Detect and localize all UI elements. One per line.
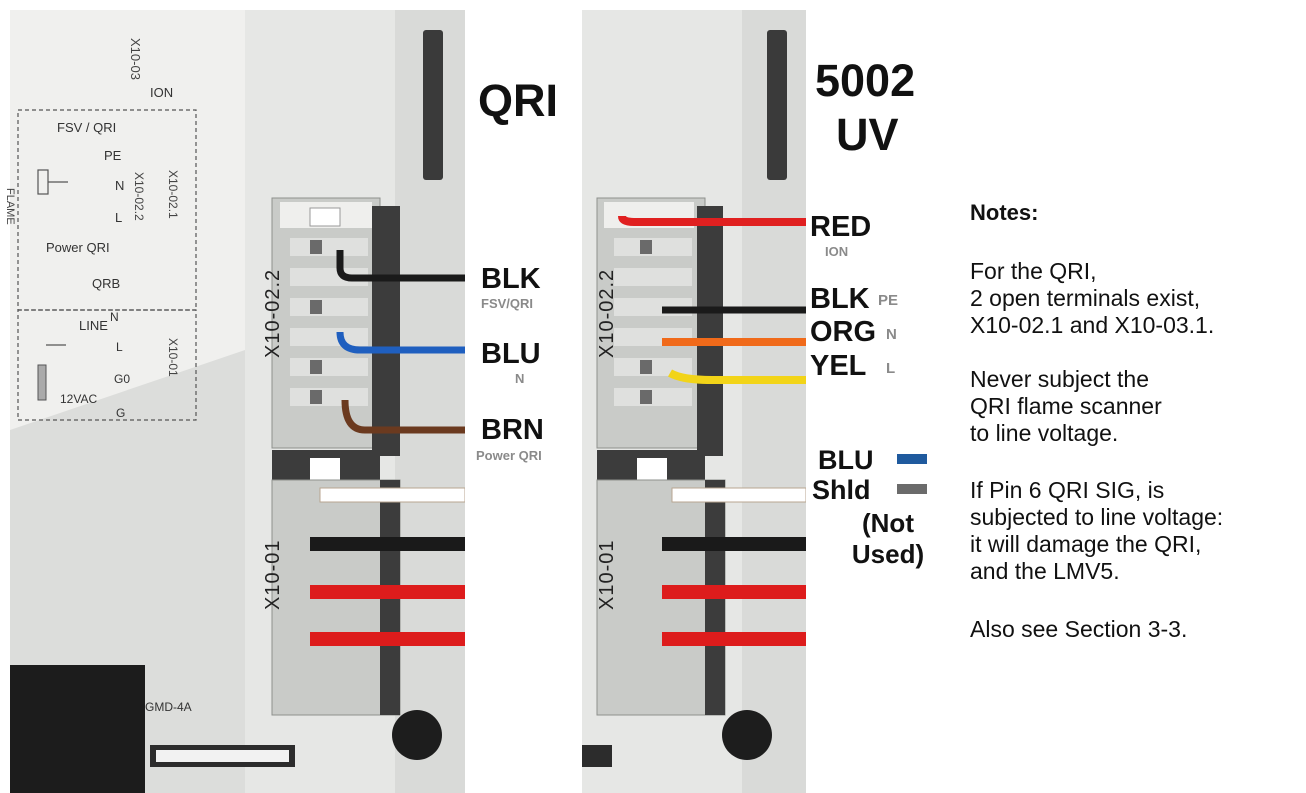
notes-para-4-line: Also see Section 3-3. xyxy=(970,616,1188,642)
uv-connector-x1002-2: X10-02.2 xyxy=(596,268,618,358)
notes-para-1-line: 2 open terminals exist, xyxy=(970,285,1201,311)
notes-para-3-line: and the LMV5. xyxy=(970,558,1120,584)
uv-unused-shld-code: Shld xyxy=(812,475,871,505)
uv-title-line2: UV xyxy=(836,109,899,160)
model-label: GMD-4A xyxy=(145,700,192,714)
notes-para-3-line: If Pin 6 QRI SIG, is xyxy=(970,477,1165,503)
uv-connector-x1001: X10-01 xyxy=(596,539,618,611)
notes-para-3-line: subjected to line voltage: xyxy=(970,504,1224,530)
label-flame: FLAME xyxy=(4,188,16,225)
uv-wire-org-code: ORG xyxy=(810,316,877,348)
terminal-fsv-qri: FSV / QRI xyxy=(57,120,117,135)
uv-device-illustration xyxy=(582,10,806,793)
label-x1002-2-printed: X10-02.2 xyxy=(132,172,146,221)
label-x1003: X10-03 xyxy=(128,38,143,80)
label-x1001-printed: X10-01 xyxy=(166,338,180,377)
qri-wire-blu-name: N xyxy=(515,371,525,386)
notes-para-1: For the QRI, 2 open terminals exist, X10… xyxy=(970,258,1214,339)
shld-swatch xyxy=(897,484,927,494)
label-line: LINE xyxy=(79,318,108,333)
uv-wire-yel-name: L xyxy=(886,360,896,377)
notes-para-3-line: it will damage the QRI, xyxy=(970,531,1202,557)
notes-para-2-line: Never subject the xyxy=(970,366,1149,392)
uv-wiring-photo xyxy=(582,10,806,793)
uv-wire-yel-code: YEL xyxy=(810,350,867,382)
qri-wiring-photo xyxy=(10,10,465,793)
blu-swatch xyxy=(897,454,927,464)
uv-unused-blu-code: BLU xyxy=(818,445,874,475)
notes-para-1-line: For the QRI, xyxy=(970,258,1097,284)
qri-wire-blk-name: FSV/QRI xyxy=(481,296,534,311)
connector-x1002-2: X10-02.2 xyxy=(262,268,284,358)
notes-para-4: Also see Section 3-3. xyxy=(970,616,1187,643)
qri-device-illustration xyxy=(10,10,465,793)
terminal-pe: PE xyxy=(104,148,122,163)
terminal-x1001-n: N xyxy=(110,310,119,324)
notes-para-2: Never subject the QRI flame scanner to l… xyxy=(970,366,1162,447)
uv-wire-red-name: ION xyxy=(825,244,849,259)
uv-wire-org-name: N xyxy=(886,326,897,343)
connector-x1001: X10-01 xyxy=(262,539,284,611)
terminal-ion: ION xyxy=(150,85,174,100)
terminal-power-qri: Power QRI xyxy=(46,240,110,255)
qri-wire-brn-code: BRN xyxy=(481,414,544,446)
notes-para-2-line: QRI flame scanner xyxy=(970,393,1162,419)
terminal-n: N xyxy=(115,178,125,193)
uv-wire-blk-name: PE xyxy=(878,292,899,309)
terminal-x1001-g0: G0 xyxy=(114,372,131,386)
terminal-qrb: QRB xyxy=(92,276,121,291)
uv-title-line1: 5002 xyxy=(815,55,916,106)
label-x1002-1-printed: X10-02.1 xyxy=(166,170,180,219)
qri-wire-blk-code: BLK xyxy=(481,263,541,295)
uv-wire-red-code: RED xyxy=(810,211,872,243)
notes-heading: Notes: xyxy=(970,200,1039,225)
uv-unused-note: (Not Used) xyxy=(851,508,925,569)
qri-title: QRI xyxy=(478,75,559,126)
terminal-x1001-l: L xyxy=(116,340,123,354)
terminal-l: L xyxy=(115,210,123,225)
notes-para-1-line: X10-02.1 and X10-03.1. xyxy=(970,312,1215,338)
qri-wire-blu-code: BLU xyxy=(481,338,541,370)
terminal-x1001-g: G xyxy=(116,406,126,420)
qri-wire-brn-name: Power QRI xyxy=(476,448,542,463)
notes-para-2-line: to line voltage. xyxy=(970,420,1119,446)
label-12vac: 12VAC xyxy=(60,392,98,406)
notes-para-3: If Pin 6 QRI SIG, is subjected to line v… xyxy=(970,477,1223,585)
uv-wire-blk-code: BLK xyxy=(810,283,870,315)
